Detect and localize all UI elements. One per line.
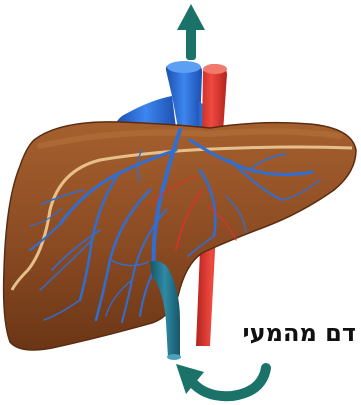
arrow-up-icon [177, 4, 205, 60]
hepatic-vein [116, 61, 214, 130]
portal-inflow-label: דם מהמעי [226, 318, 356, 348]
curved-arrow-icon [176, 364, 266, 396]
